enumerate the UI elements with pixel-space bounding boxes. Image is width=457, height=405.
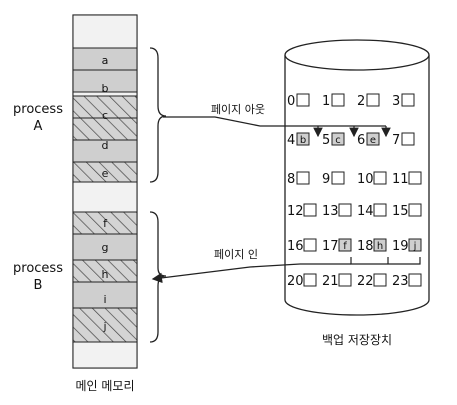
page-frame bbox=[72, 307, 138, 343]
disk-cylinder-top bbox=[284, 39, 430, 71]
disk-slot-box bbox=[303, 238, 317, 252]
disk-slot-page-j: j bbox=[413, 241, 417, 252]
process-a-brace bbox=[149, 47, 167, 183]
page-frame bbox=[72, 281, 138, 309]
disk-slot-number: 4 bbox=[287, 133, 295, 148]
disk-slot-box bbox=[296, 171, 310, 185]
page-in-collector bbox=[350, 257, 421, 265]
disk-slot-number: 16 bbox=[287, 239, 304, 254]
page-label-f: f bbox=[103, 217, 108, 230]
disk-slot-box bbox=[331, 132, 345, 146]
disk-slot-box bbox=[373, 273, 387, 287]
page-label-j: j bbox=[102, 320, 106, 333]
disk-slot-box bbox=[366, 132, 380, 146]
disk-cylinder-body bbox=[284, 55, 430, 316]
disk-slot-number: 14 bbox=[357, 204, 374, 219]
disk-slot-page-b: b bbox=[300, 135, 306, 146]
disk-caption: 백업 저장장치 bbox=[322, 333, 392, 347]
disk-slot-number: 2 bbox=[357, 94, 365, 109]
disk-slot-number: 6 bbox=[357, 133, 365, 148]
disk-slot-box bbox=[408, 203, 422, 217]
disk-slot-number: 20 bbox=[287, 274, 304, 289]
disk-slot-box bbox=[373, 171, 387, 185]
disk-slot-box bbox=[408, 171, 422, 185]
process-b-label: process bbox=[13, 261, 63, 276]
page-out-line bbox=[163, 116, 386, 127]
disk-slot-number: 18 bbox=[357, 239, 374, 254]
page-in-label: 페이지 인 bbox=[214, 248, 258, 261]
process-a-letter: A bbox=[34, 119, 43, 134]
disk-slot-number: 10 bbox=[357, 172, 374, 187]
process-a-label: process bbox=[13, 102, 63, 117]
disk-slot-number: 1 bbox=[322, 94, 330, 109]
disk-slot-box bbox=[331, 93, 345, 107]
process-b-brace bbox=[149, 211, 167, 343]
disk-slot-page-f: f bbox=[343, 241, 347, 252]
disk-slot-number: 19 bbox=[392, 239, 409, 254]
disk-slot-number: 8 bbox=[287, 172, 295, 187]
disk-slot-number: 3 bbox=[392, 94, 400, 109]
disk-slot-number: 0 bbox=[287, 94, 295, 109]
disk-slot-number: 23 bbox=[392, 274, 409, 289]
disk-slot-page-h: h bbox=[377, 241, 383, 252]
page-label-a: a bbox=[102, 54, 109, 67]
page-in-arrow bbox=[151, 263, 351, 284]
page-label-i: i bbox=[103, 293, 106, 306]
disk-slot-box bbox=[338, 238, 352, 252]
disk-slot-number: 5 bbox=[322, 133, 330, 148]
disk-slot-number: 12 bbox=[287, 204, 304, 219]
disk-slot-box bbox=[401, 132, 415, 146]
disk-slot-box bbox=[366, 93, 380, 107]
page-out-label: 페이지 아웃 bbox=[211, 103, 265, 116]
disk-slot-number: 7 bbox=[392, 133, 400, 148]
page-label-e: e bbox=[102, 167, 109, 180]
disk-slot-box bbox=[303, 273, 317, 287]
disk-slot-box bbox=[338, 273, 352, 287]
memory-frames: a b c d e fg hi j bbox=[72, 14, 138, 369]
disk-slot-box bbox=[373, 203, 387, 217]
disk-slot-box bbox=[296, 132, 310, 146]
page-label-c: c bbox=[102, 109, 108, 122]
disk-slot-box bbox=[338, 203, 352, 217]
disk-slot-number: 21 bbox=[322, 274, 339, 289]
free-frame bbox=[72, 14, 138, 49]
disk-slot-page-c: c bbox=[335, 135, 341, 146]
disk-slot-box bbox=[303, 203, 317, 217]
process-b-letter: B bbox=[34, 278, 43, 293]
disk-slot-number: 9 bbox=[322, 172, 330, 187]
free-frame bbox=[72, 341, 138, 369]
page-frame bbox=[72, 233, 138, 261]
disk-slot-box bbox=[331, 171, 345, 185]
main-memory-caption: 메인 메모리 bbox=[75, 379, 134, 393]
disk-slot-number: 13 bbox=[322, 204, 339, 219]
page-label-b: b bbox=[102, 82, 109, 95]
disk-slot-number: 15 bbox=[392, 204, 409, 219]
disk-slot-number: 22 bbox=[357, 274, 374, 289]
disk-slot-number: 17 bbox=[322, 239, 339, 254]
disk-slot-box bbox=[296, 93, 310, 107]
page-label-g: g bbox=[102, 241, 109, 254]
disk-slot-box bbox=[408, 238, 422, 252]
free-frame bbox=[72, 181, 138, 213]
disk-slot-box bbox=[373, 238, 387, 252]
page-label-d: d bbox=[102, 139, 109, 152]
disk-slot-page-e: e bbox=[370, 135, 376, 146]
disk-slot-box bbox=[408, 273, 422, 287]
disk-slot-box bbox=[401, 93, 415, 107]
page-label-h: h bbox=[102, 268, 109, 281]
disk-slot-number: 11 bbox=[392, 172, 409, 187]
